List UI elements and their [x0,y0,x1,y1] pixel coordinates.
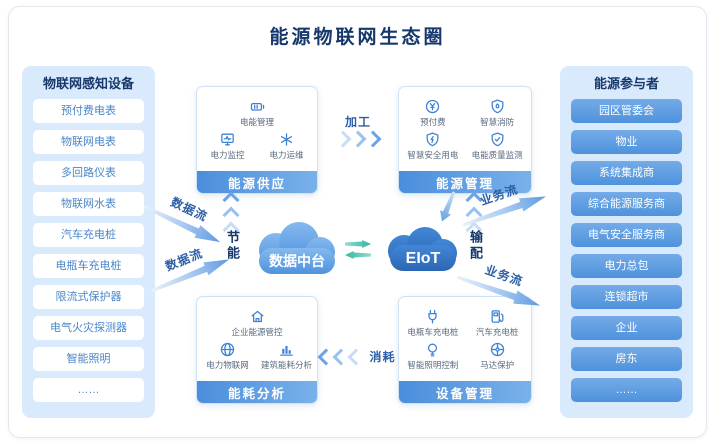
box-item-label: 电瓶车充电桩 [407,326,459,337]
box-item: 电瓶车充电桩 [405,308,461,338]
globe-icon [219,341,236,358]
energy-supply-title: 能源供应 [197,171,317,193]
device-pill: 电瓶车充电桩 [33,254,144,278]
process-label: 加工 [344,115,371,129]
plug-icon [424,308,441,325]
box-item: 智慧消防 [469,98,525,128]
cloud-label: 数据中台 [269,253,325,269]
device-pill: 限流式保护器 [33,285,144,309]
participant-pill: 连锁超市 [571,285,682,309]
energy-participants-panel: 能源参与者 园区管委会 物业 系统集成商 综合能源服务商 电气安全服务商 电力总… [560,66,693,418]
box-item-label: 智能照明控制 [407,359,459,370]
participant-pill: 综合能源服务商 [571,192,682,216]
box-item-label: 电力物联网 [206,359,249,370]
box-item: 电力物联网 [202,341,253,371]
device-pill: 智能照明 [33,347,144,371]
transmission-label: 输配 [468,230,483,262]
device-management-title: 设备管理 [399,381,531,403]
box-item: 企业能源管控 [202,308,312,338]
arrow-left-icon [345,251,371,259]
energy-participants-panel-title: 能源参与者 [593,76,659,91]
safety-shield-icon [424,131,441,148]
bar-chart-icon [278,341,295,358]
page-title: 能源物联网生态圈 [269,27,446,48]
box-item: 智慧安全用电 [405,131,461,161]
energy-analysis-title: 能耗分析 [197,381,317,403]
box-item-label: 电能管理 [239,116,274,127]
box-item-label: 电力运维 [269,149,304,160]
participant-pill: 物业 [571,130,682,154]
car-charger-icon [489,308,506,325]
device-pill-more: …… [33,378,144,402]
eiot-label: EIoT [406,250,441,267]
device-pill: 预付费电表 [33,99,144,123]
box-item-label: 智慧消防 [480,116,515,127]
battery-icon [249,98,266,115]
process-flow: 加工 [320,113,396,148]
participant-pill: 系统集成商 [571,161,682,185]
chevrons-right-icon [334,130,382,148]
box-item: 建筑能耗分析 [261,341,312,371]
participant-pill: 电力总包 [571,254,682,278]
participant-pill: 房东 [571,347,682,371]
consume-flow: 消耗 [317,348,396,365]
participant-pill: 电气安全服务商 [571,223,682,247]
box-item-label: 预付费 [420,116,446,127]
box-item: 智能照明控制 [405,341,461,371]
iot-devices-panel: 物联网感知设备 预付费电表 物联网电表 多回路仪表 物联网水表 汽车充电桩 电瓶… [22,66,155,418]
box-item: 电力运维 [261,131,312,161]
device-management-box: 电瓶车充电桩 汽车充电桩 智能照明控制 马达保护 设备管理 [398,296,532,404]
eiot-platform: EIoT [388,227,457,271]
box-item: 预付费 [405,98,461,128]
device-pill: 电气火灾探测器 [33,316,144,340]
device-pill: 汽车充电桩 [33,223,144,247]
prepaid-icon [424,98,441,115]
asterisk-icon [278,131,295,148]
saving-label: 节能 [225,230,240,262]
motor-icon [489,341,506,358]
box-item: 马达保护 [469,341,525,371]
participant-pill: 园区管委会 [571,99,682,123]
box-item-label: 马达保护 [480,359,515,370]
chevrons-left-icon [317,348,365,365]
energy-management-box: 预付费 智慧消防 智慧安全用电 电能质量监测 能源管理 [398,86,532,194]
box-item-label: 智慧安全用电 [407,149,459,160]
participant-pill-more: …… [571,378,682,402]
enterprise-icon [249,308,266,325]
bulb-icon [424,341,441,358]
device-pill: 多回路仪表 [33,161,144,185]
data-platform-cloud: 数据中台 [259,222,335,274]
fire-shield-icon [489,98,506,115]
arrow-right-icon [345,240,371,248]
device-pill: 物联网电表 [33,130,144,154]
box-item: 电力监控 [202,131,253,161]
exchange-arrows-icon [345,240,371,259]
box-item: 电能管理 [202,98,312,128]
energy-management-title: 能源管理 [399,171,531,193]
box-item-label: 企业能源管控 [231,326,283,337]
participant-pill: 企业 [571,316,682,340]
iot-devices-panel-title: 物联网感知设备 [42,76,134,91]
box-item-label: 电力监控 [210,149,245,160]
box-item-label: 汽车充电桩 [475,326,519,337]
box-item: 电能质量监测 [469,131,525,161]
energy-supply-box: 电能管理 电力监控 电力运维 能源供应 [196,86,318,194]
box-item-label: 电能质量监测 [471,149,523,160]
monitor-icon [219,131,236,148]
quality-shield-icon [489,131,506,148]
device-pill: 物联网水表 [33,192,144,216]
energy-analysis-box: 企业能源管控 电力物联网 建筑能耗分析 能耗分析 [196,296,318,404]
box-item-label: 建筑能耗分析 [261,359,313,370]
box-item: 汽车充电桩 [469,308,525,338]
consume-label: 消耗 [369,350,396,364]
